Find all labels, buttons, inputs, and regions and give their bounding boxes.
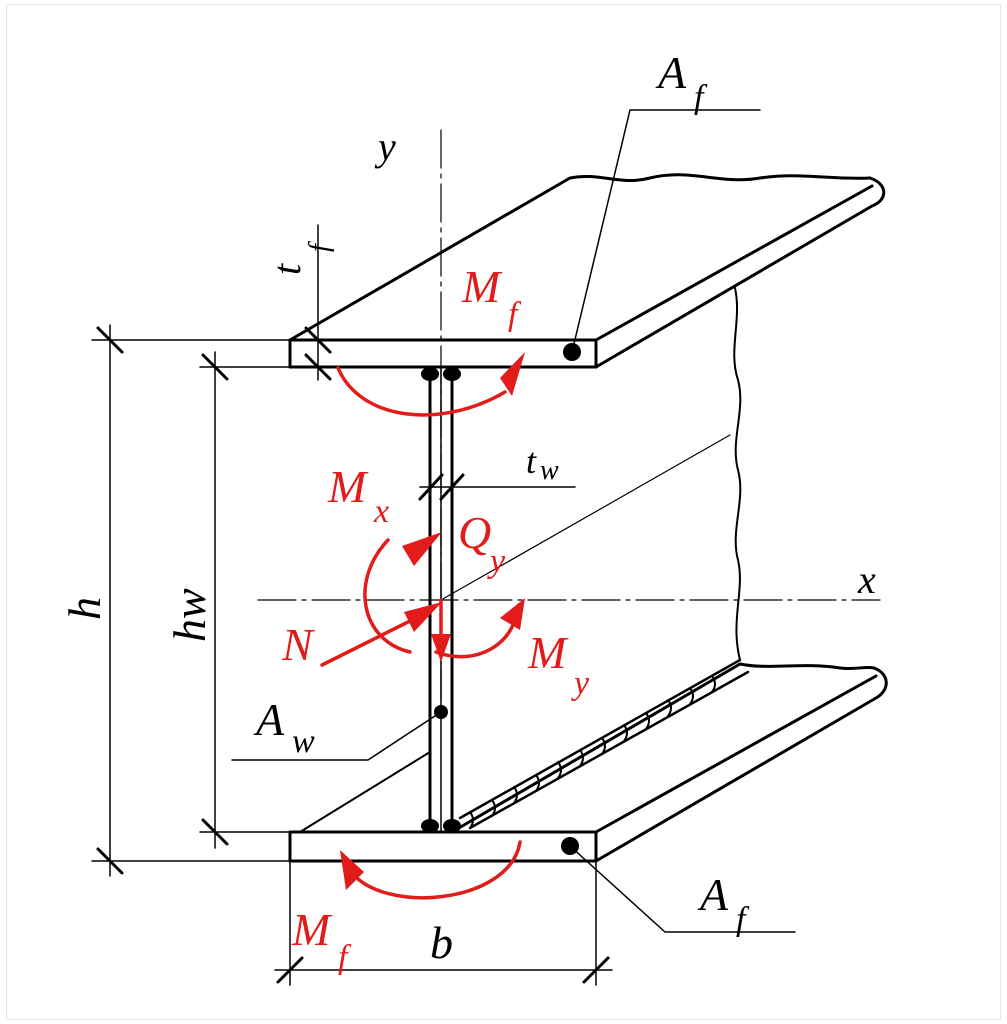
- svg-text:M: M: [291, 904, 333, 955]
- svg-text:A: A: [655, 47, 687, 98]
- svg-text:y: y: [571, 665, 590, 702]
- b-label: b: [430, 917, 453, 968]
- hw-label: hw: [164, 588, 215, 642]
- svg-text:M: M: [527, 627, 569, 678]
- axis-y-label: y: [374, 124, 396, 169]
- force-arrows: [320, 352, 525, 900]
- t-w-label: t w: [526, 441, 559, 486]
- svg-text:f: f: [508, 296, 522, 333]
- web: [421, 287, 750, 834]
- aw-label: A w: [253, 694, 315, 760]
- svg-text:w: w: [540, 455, 559, 486]
- dimensions: [91, 224, 613, 986]
- image-frame: [6, 4, 1001, 1020]
- axes: [257, 129, 881, 701]
- svg-text:M: M: [327, 461, 369, 512]
- n-label: N: [281, 619, 315, 670]
- t-f-label: t f: [264, 241, 335, 275]
- axis-x-label: x: [857, 557, 876, 602]
- mx-label: M x: [327, 461, 389, 530]
- h-label: h: [59, 597, 110, 620]
- leaders: [231, 109, 796, 933]
- svg-text:A: A: [697, 869, 729, 920]
- svg-text:f: f: [304, 241, 335, 252]
- svg-text:Q: Q: [458, 507, 491, 558]
- svg-text:t: t: [526, 441, 537, 481]
- svg-text:y: y: [487, 543, 506, 580]
- svg-text:t: t: [264, 263, 309, 275]
- mf-bottom-label: M f: [291, 904, 352, 976]
- top-flange: [288, 173, 886, 369]
- svg-text:x: x: [373, 493, 389, 530]
- svg-text:w: w: [292, 723, 315, 760]
- af-top-label: A f: [655, 47, 708, 116]
- af-bottom-label: A f: [697, 869, 750, 938]
- mf-top-label: M f: [461, 261, 522, 333]
- qy-label: Q y: [458, 507, 506, 580]
- svg-text:M: M: [461, 261, 503, 312]
- svg-text:A: A: [253, 694, 285, 745]
- my-label: M y: [527, 627, 590, 702]
